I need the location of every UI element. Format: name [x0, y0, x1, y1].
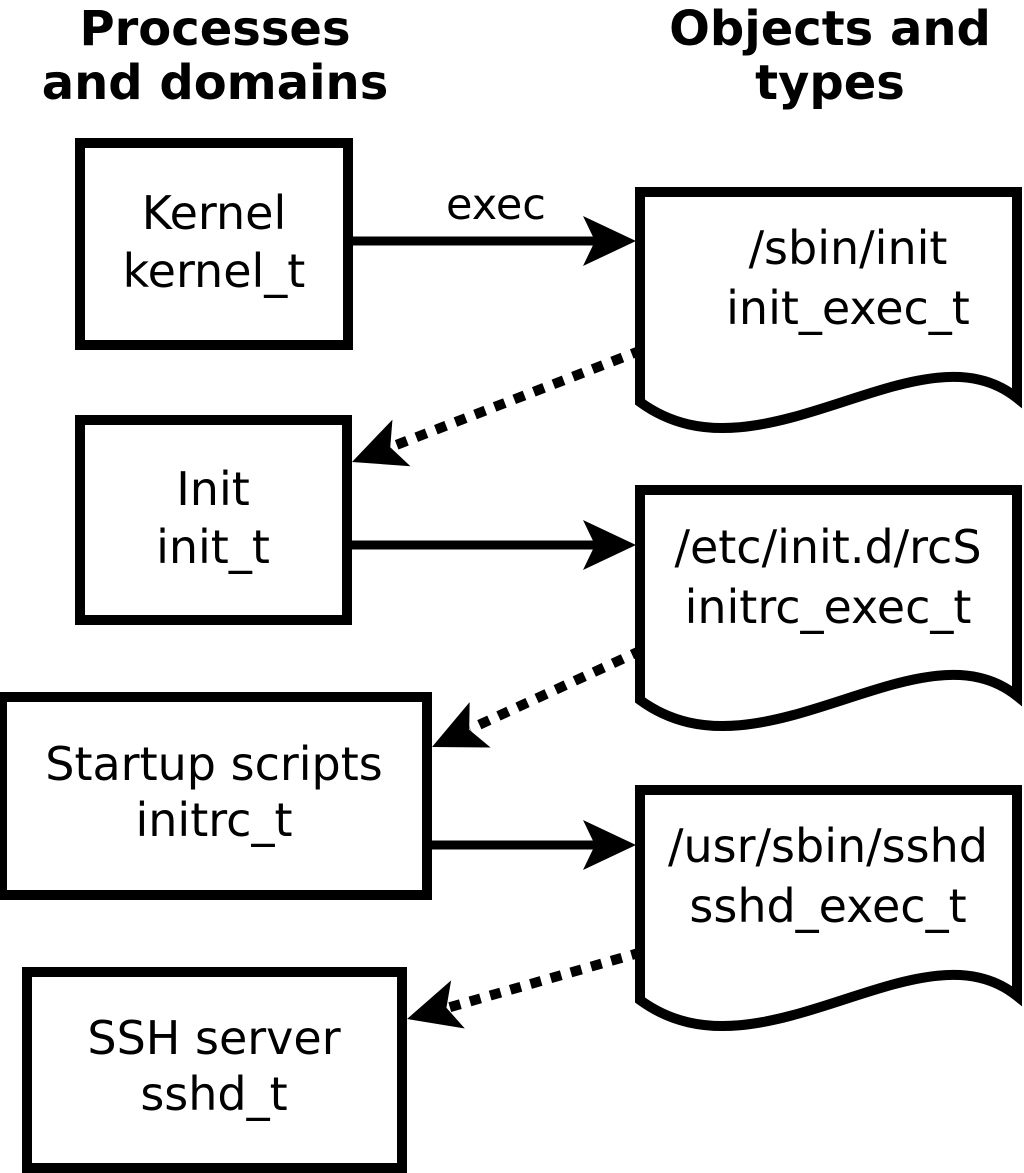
process-box-ssh-server [22, 967, 407, 1173]
process-box-startup-scripts [0, 692, 432, 900]
process-name-kernel: Kernel [142, 186, 287, 240]
process-name-init: Init [176, 462, 250, 516]
process-name-ssh-server: SSH server [87, 1011, 340, 1065]
object-path-sbin-init: /sbin/init [749, 221, 948, 275]
transition-arrow-initrc-exec-to-initrc-t [467, 645, 645, 734]
object-path-etc-initd-rcs: /etc/init.d/rcS [674, 520, 981, 574]
right-column-header-line2: types [755, 55, 905, 111]
transition-arrow-sshd-exec-to-sshd-t [445, 947, 644, 1013]
object-doc-usr-sbin-sshd [635, 785, 1022, 1032]
process-type-ssh-server: sshd_t [140, 1067, 287, 1121]
process-type-kernel: kernel_t [123, 244, 306, 298]
left-column-header-line1: Processes [79, 1, 350, 57]
left-column-header-line2: and domains [42, 55, 389, 111]
exec-edge-label: exec [446, 180, 546, 230]
process-type-startup-scripts: initrc_t [136, 793, 293, 847]
process-box-init [75, 415, 352, 625]
process-box-kernel [75, 138, 353, 350]
object-doc-etc-initd-rcs [635, 485, 1022, 732]
object-path-usr-sbin-sshd: /usr/sbin/sshd [668, 819, 988, 873]
object-doc-sbin-init [635, 187, 1022, 434]
arrowhead-icon [343, 419, 411, 486]
right-column-header-line1: Objects and [669, 1, 991, 57]
object-type-etc-initd-rcs: initrc_exec_t [685, 580, 972, 634]
object-type-sbin-init: init_exec_t [726, 281, 970, 335]
process-type-init: init_t [156, 520, 270, 574]
process-name-startup-scripts: Startup scripts [45, 737, 383, 791]
transition-arrow-init-exec-to-init-t [389, 345, 644, 452]
arrowhead-icon [400, 980, 465, 1044]
object-type-usr-sbin-sshd: sshd_exec_t [689, 879, 966, 933]
